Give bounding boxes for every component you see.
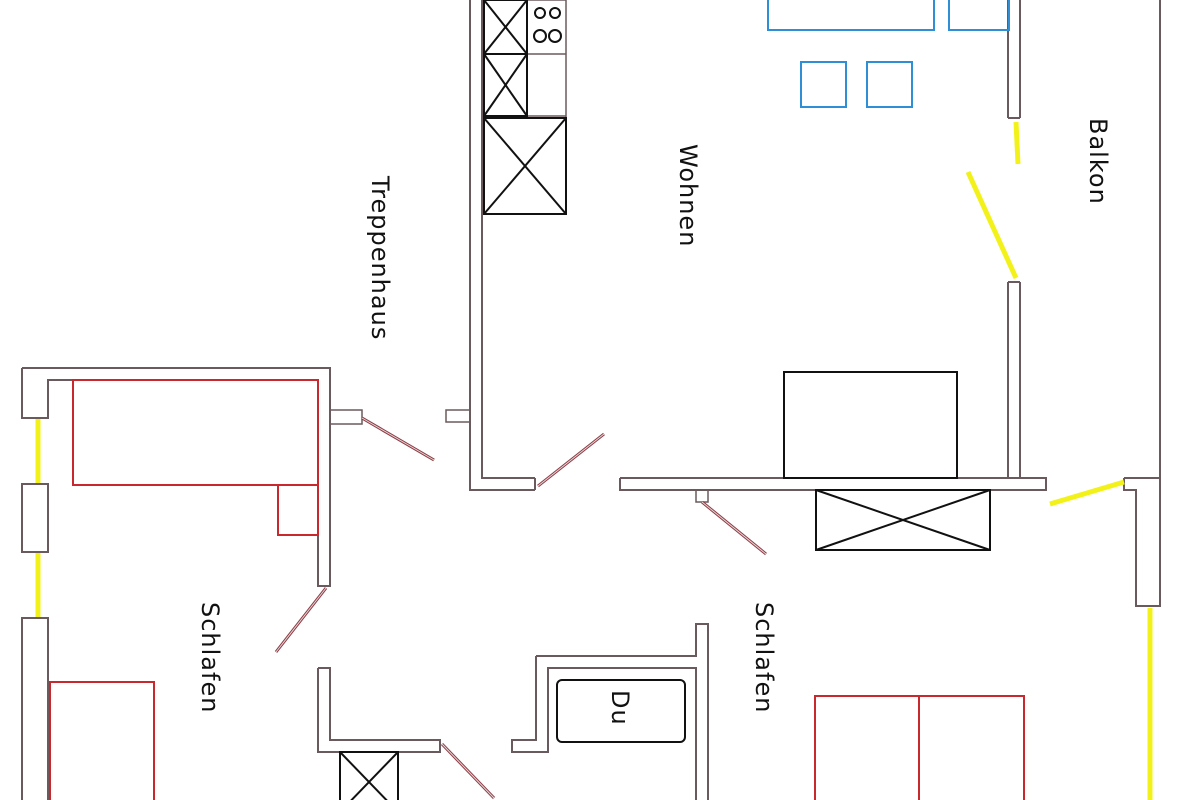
- double-bed: [814, 695, 1025, 800]
- balcony-wall: [1123, 0, 1161, 607]
- room-label-dusche: Du: [606, 690, 634, 726]
- kitchen-counter: [481, 0, 567, 215]
- bathroom-wall: [317, 623, 709, 800]
- toilet-cabinet: [339, 751, 399, 800]
- cabinet: [815, 489, 991, 551]
- door: [274, 416, 767, 800]
- bed: [49, 681, 155, 800]
- kitchen-wall: [445, 0, 536, 491]
- kitchen-cabinets: [483, 0, 567, 215]
- stove-icon: [533, 7, 562, 43]
- living-room-wall: [619, 0, 1047, 503]
- room-label-schlafen-right: Schlafen: [750, 602, 778, 713]
- shower-icon: [556, 679, 686, 743]
- dining-set: [767, 0, 1010, 108]
- window: [35, 121, 1153, 800]
- wardrobe: [72, 379, 319, 536]
- room-label-wohnen: Wohnen: [674, 144, 702, 247]
- room-label-treppenhaus: Treppenhaus: [366, 175, 394, 340]
- room-label-balkon: Balkon: [1084, 118, 1112, 205]
- sofa: [783, 371, 958, 479]
- room-label-schlafen-left: Schlafen: [196, 602, 224, 713]
